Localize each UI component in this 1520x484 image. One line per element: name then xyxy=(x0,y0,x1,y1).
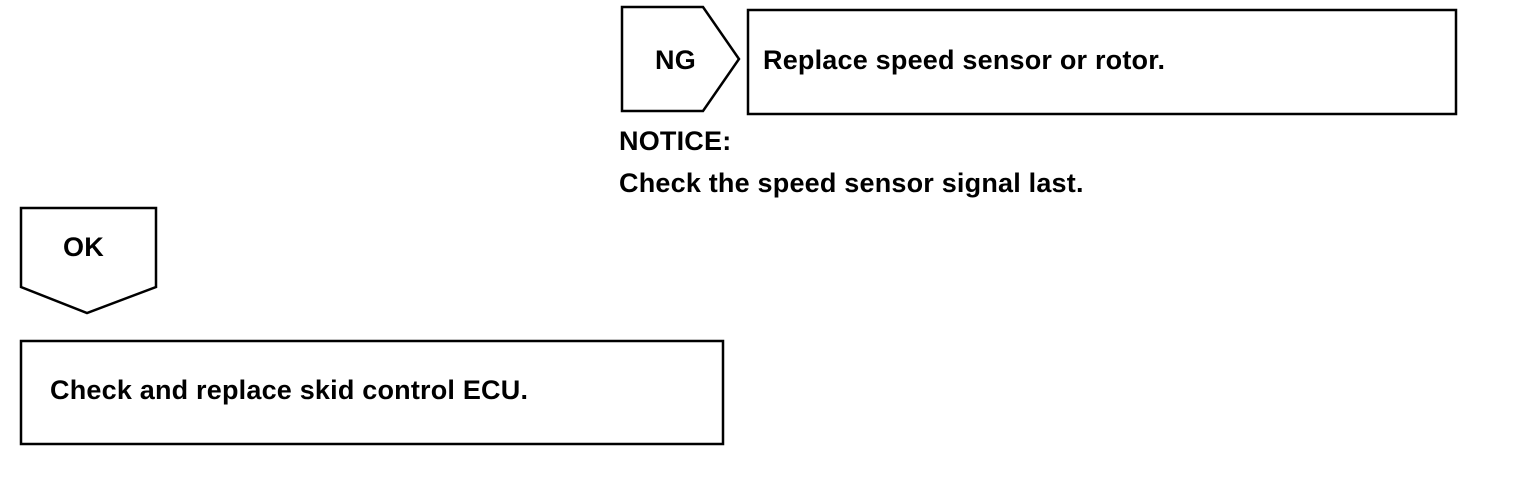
ok-action-box xyxy=(19,339,725,446)
notice-heading: NOTICE: xyxy=(619,126,732,156)
ng-action-text: Replace speed sensor or rotor. xyxy=(763,45,1166,75)
notice-text: Check the speed sensor signal last. xyxy=(619,168,1084,198)
ok-action-text: Check and replace skid control ECU. xyxy=(50,375,529,405)
ok-branch-label: OK xyxy=(63,232,104,262)
ok-arrow-tag xyxy=(19,206,158,315)
ng-branch-label: NG xyxy=(655,45,696,75)
ng-action-box xyxy=(746,8,1458,116)
ng-arrow-tag xyxy=(620,5,741,113)
